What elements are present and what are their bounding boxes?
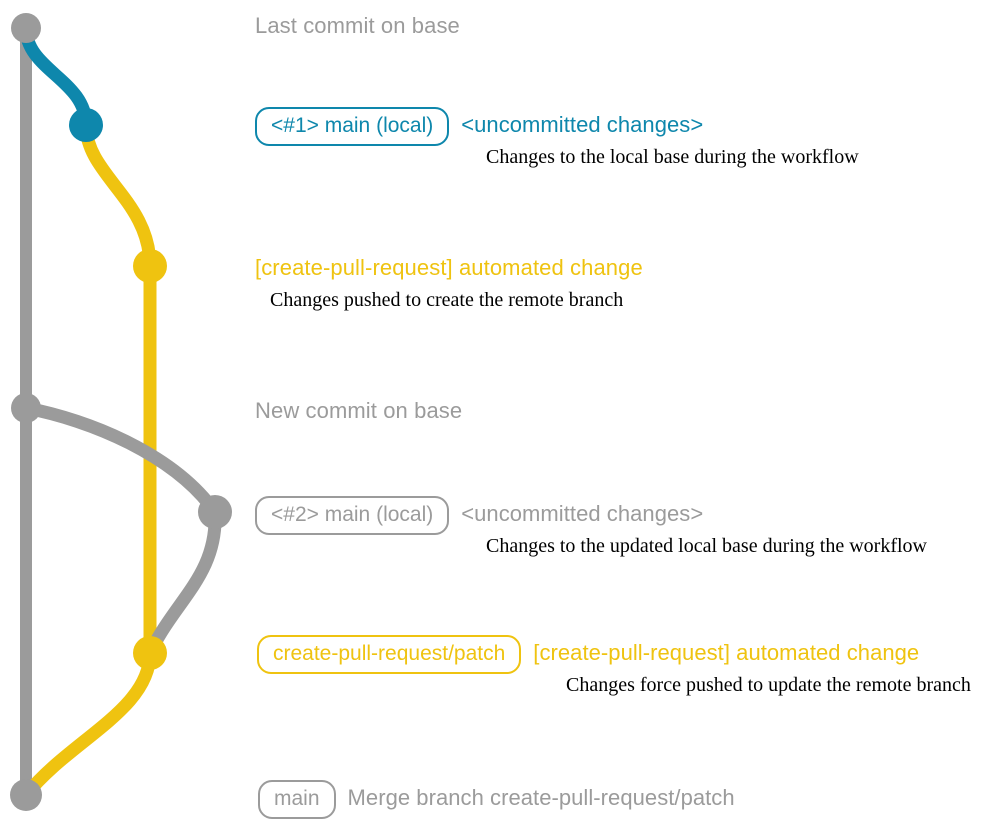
node-local-commit-2[interactable] bbox=[198, 495, 232, 529]
entry-local-change-2: <#2> main (local) <uncommitted changes> bbox=[255, 496, 703, 535]
node-merge-commit[interactable] bbox=[10, 779, 42, 811]
commit-note-local-2: Changes to the updated local base during… bbox=[486, 535, 927, 557]
entry-new-commit-on-base: New commit on base bbox=[255, 398, 462, 424]
commit-note-automated-1: Changes pushed to create the remote bran… bbox=[270, 289, 624, 311]
entry-last-commit-on-base: Last commit on base bbox=[255, 13, 460, 39]
commit-subject: <uncommitted changes> bbox=[461, 112, 704, 137]
commit-subject: [create-pull-request] automated change bbox=[533, 640, 920, 665]
entry-title: [create-pull-request] automated change bbox=[255, 255, 643, 280]
entry-automated-change-1: [create-pull-request] automated change bbox=[255, 255, 643, 281]
ref-pill-main[interactable]: main bbox=[258, 780, 336, 819]
ref-pill-main-local-2[interactable]: <#2> main (local) bbox=[255, 496, 450, 535]
rebase-branch-line bbox=[19, 401, 222, 519]
node-base-head[interactable] bbox=[11, 13, 41, 43]
ref-pill-main-local-1[interactable]: <#1> main (local) bbox=[255, 107, 450, 146]
commit-subject: <uncommitted changes> bbox=[461, 501, 704, 526]
commit-subject: Merge branch create-pull-request/patch bbox=[347, 785, 735, 810]
entry-merge-commit: main Merge branch create-pull-request/pa… bbox=[258, 780, 735, 819]
entry-local-change-1: <#1> main (local) <uncommitted changes> bbox=[255, 107, 703, 146]
node-local-commit-1[interactable] bbox=[69, 108, 103, 142]
entry-title: New commit on base bbox=[255, 398, 463, 423]
entry-title: Last commit on base bbox=[255, 13, 460, 38]
commit-note-local-1: Changes to the local base during the wor… bbox=[486, 146, 859, 168]
node-patch-commit-2[interactable] bbox=[133, 636, 167, 670]
entry-automated-change-2: create-pull-request/patch [create-pull-r… bbox=[257, 635, 919, 674]
commit-note-automated-2: Changes force pushed to update the remot… bbox=[566, 674, 971, 696]
ref-pill-create-pull-request-patch[interactable]: create-pull-request/patch bbox=[257, 635, 522, 674]
node-base-new-commit[interactable] bbox=[11, 393, 41, 423]
rebase-to-patch-line bbox=[143, 505, 222, 660]
patch-merge-line bbox=[19, 646, 157, 802]
node-patch-commit-1[interactable] bbox=[133, 249, 167, 283]
